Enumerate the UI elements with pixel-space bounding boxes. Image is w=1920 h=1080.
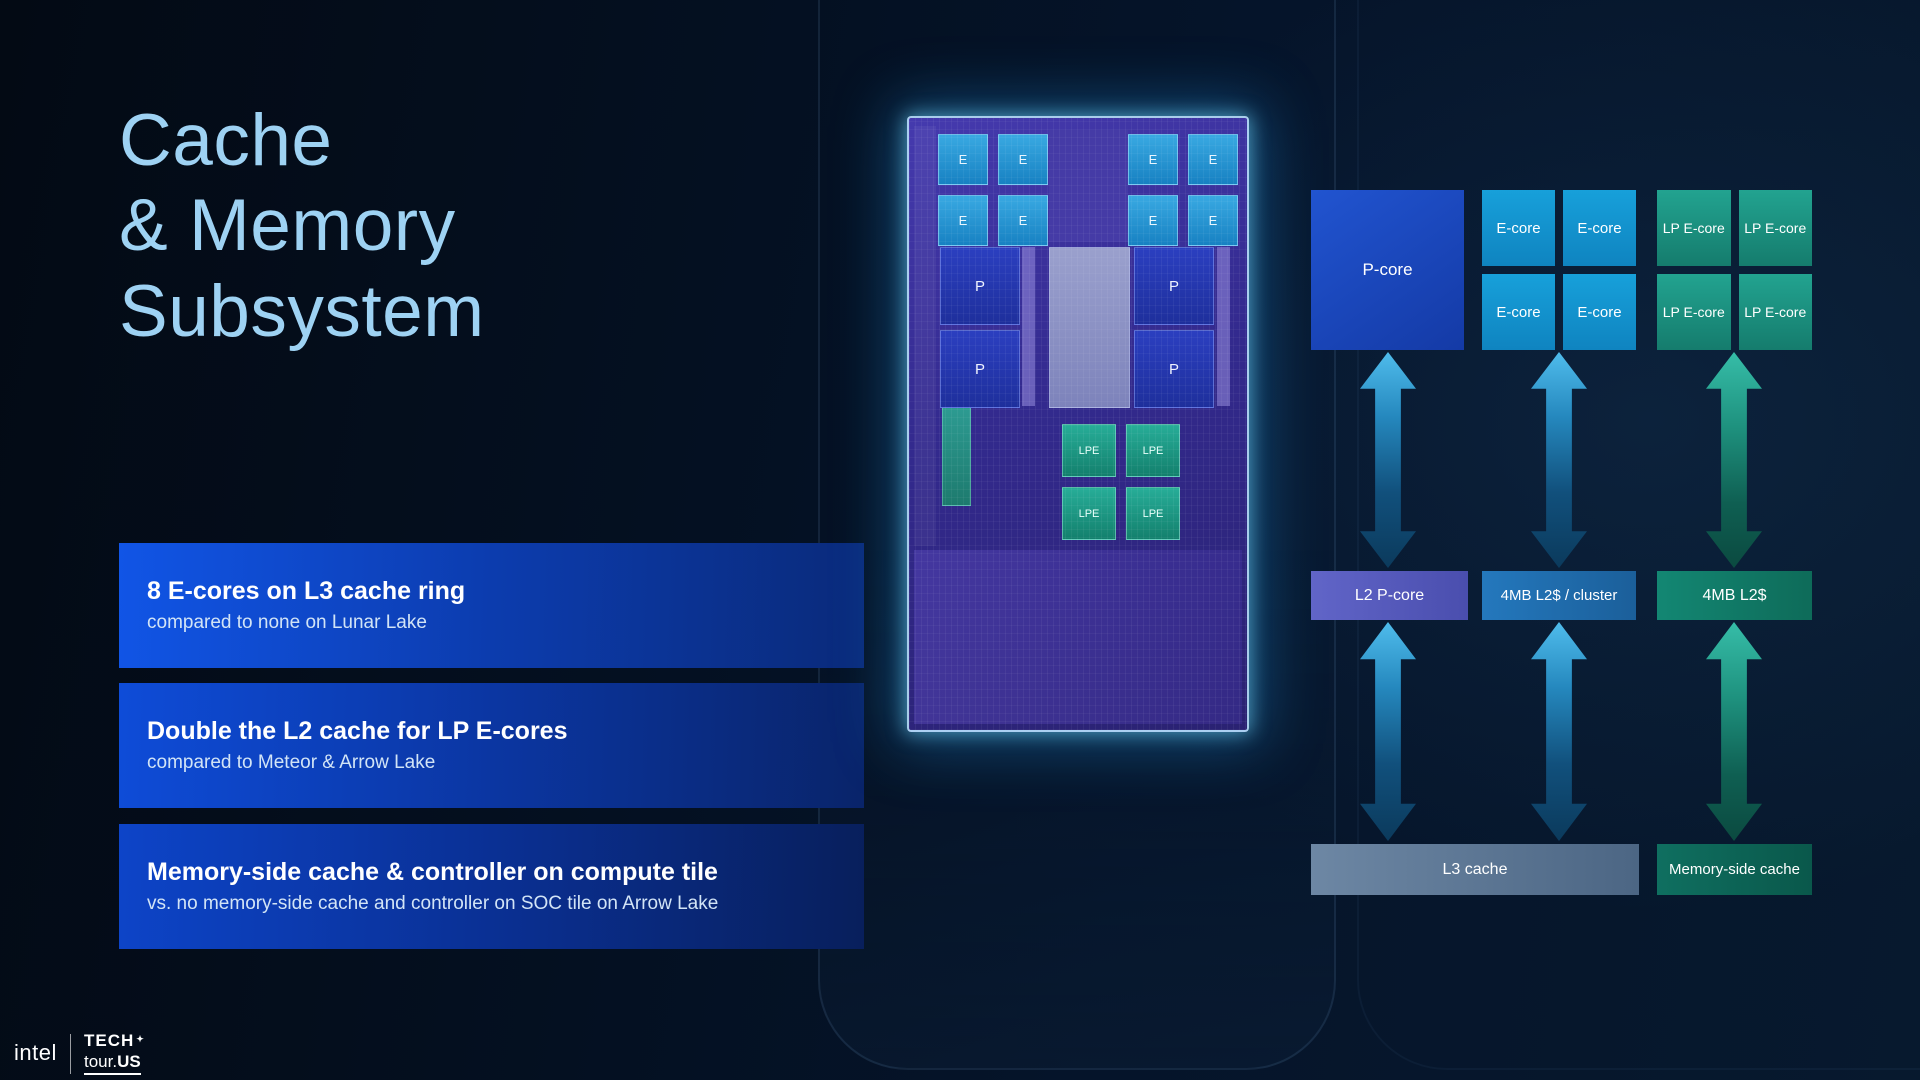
die-bottom-band bbox=[914, 550, 1242, 724]
bullet-bar-1: 8 E-cores on L3 cache ring compared to n… bbox=[119, 543, 864, 668]
die-e-core-cell: E bbox=[1188, 195, 1238, 246]
e-core-grid: E-core E-core E-core E-core bbox=[1482, 190, 1636, 350]
techtour-tour-text: tour. bbox=[84, 1052, 118, 1071]
title-line-1: Cache bbox=[119, 100, 333, 181]
l2-lp-box: 4MB L2$ bbox=[1657, 571, 1812, 620]
die-e-core-cell: E bbox=[998, 195, 1048, 246]
lp-e-core-box: LP E-core bbox=[1657, 274, 1731, 350]
lp-e-core-box: LP E-core bbox=[1738, 190, 1812, 266]
die-lpe-core-cell: LPE bbox=[1126, 424, 1180, 477]
die-e-core-cluster-right: E E E E bbox=[1128, 134, 1238, 246]
right-tile-outline bbox=[1357, 0, 1920, 1070]
techtour-us-text: US bbox=[117, 1052, 141, 1071]
intel-logo: intel bbox=[14, 1040, 57, 1065]
e-core-box: E-core bbox=[1563, 274, 1636, 350]
bullet-subtext: compared to none on Lunar Lake bbox=[147, 612, 427, 633]
l2-p-core-box: L2 P-core bbox=[1311, 571, 1468, 620]
techtour-line2: tour.US bbox=[84, 1052, 141, 1075]
die-e-core-cell: E bbox=[1188, 134, 1238, 185]
die-e-core-cluster-left: E E E E bbox=[938, 134, 1048, 246]
die-lpe-core-cell: LPE bbox=[1062, 487, 1116, 540]
bullet-bar-2: Double the L2 cache for LP E-cores compa… bbox=[119, 683, 864, 808]
die-p-core-cell: P bbox=[1134, 247, 1214, 325]
bullet-heading: Double the L2 cache for LP E-cores bbox=[147, 717, 568, 745]
bullet-bar-3: Memory-side cache & controller on comput… bbox=[119, 824, 864, 949]
bullet-subtext: compared to Meteor & Arrow Lake bbox=[147, 752, 436, 773]
die-shot: E E E E E E E E P P P P LPE LPE LPE LPE bbox=[907, 116, 1249, 732]
techtour-tech-text: TECH bbox=[84, 1031, 135, 1050]
e-core-box: E-core bbox=[1563, 190, 1636, 266]
die-e-core-cell: E bbox=[998, 134, 1048, 185]
page-title: Cache & Memory Subsystem bbox=[119, 98, 485, 354]
die-e-core-cell: E bbox=[938, 195, 988, 246]
sparkle-icon: ✦ bbox=[136, 1034, 145, 1044]
die-e-core-cell: E bbox=[938, 134, 988, 185]
e-core-box: E-core bbox=[1482, 274, 1555, 350]
p-core-box: P-core bbox=[1311, 190, 1464, 350]
techtour-line1: TECH✦ bbox=[84, 1031, 145, 1051]
l2-cluster-box: 4MB L2$ / cluster bbox=[1482, 571, 1636, 620]
lp-e-core-box: LP E-core bbox=[1738, 274, 1812, 350]
lp-e-core-grid: LP E-core LP E-core LP E-core LP E-core bbox=[1657, 190, 1812, 350]
title-line-2: & Memory bbox=[119, 185, 456, 267]
die-teal-block bbox=[942, 406, 971, 506]
die-center-top-block bbox=[1049, 130, 1128, 242]
die-p-core-cell: P bbox=[940, 247, 1020, 325]
memory-side-cache-box: Memory-side cache bbox=[1657, 844, 1812, 895]
die-p-core-cell: P bbox=[1134, 330, 1214, 408]
bullet-subtext: vs. no memory-side cache and controller … bbox=[147, 893, 719, 914]
die-vertical-strip bbox=[1022, 247, 1035, 406]
die-lpe-core-cell: LPE bbox=[1062, 424, 1116, 477]
die-center-block bbox=[1049, 247, 1130, 408]
die-vertical-strip bbox=[1217, 247, 1230, 406]
e-core-box: E-core bbox=[1482, 190, 1555, 266]
footer-divider bbox=[70, 1034, 71, 1074]
lp-e-core-box: LP E-core bbox=[1657, 190, 1731, 266]
die-left-strip bbox=[914, 126, 936, 546]
techtour-logo: TECH✦ tour.US bbox=[84, 1031, 145, 1075]
die-lpe-core-cell: LPE bbox=[1126, 487, 1180, 540]
die-p-core-cell: P bbox=[940, 330, 1020, 408]
bullet-heading: Memory-side cache & controller on comput… bbox=[147, 858, 718, 886]
l3-cache-box: L3 cache bbox=[1311, 844, 1639, 895]
die-e-core-cell: E bbox=[1128, 134, 1178, 185]
title-line-3: Subsystem bbox=[119, 270, 485, 352]
die-e-core-cell: E bbox=[1128, 195, 1178, 246]
die-lpe-core-cluster: LPE LPE LPE LPE bbox=[1062, 424, 1180, 540]
bullet-heading: 8 E-cores on L3 cache ring bbox=[147, 577, 466, 605]
